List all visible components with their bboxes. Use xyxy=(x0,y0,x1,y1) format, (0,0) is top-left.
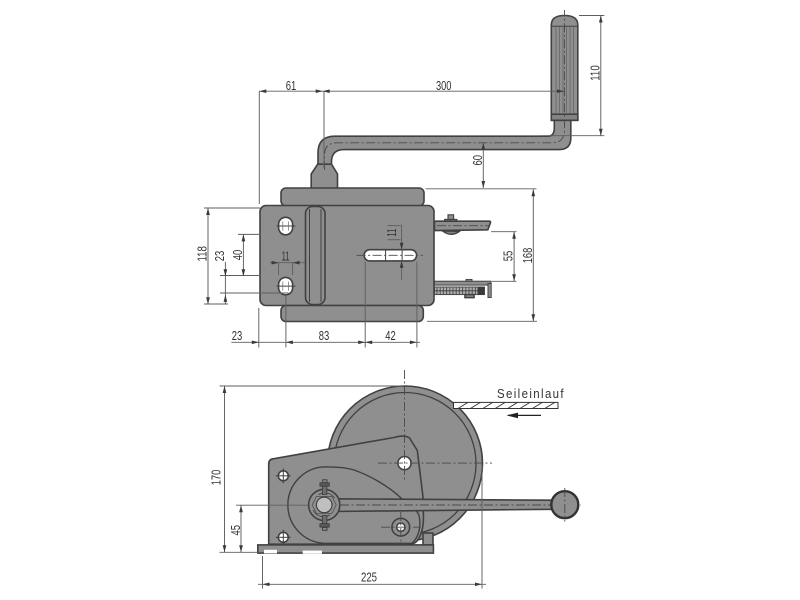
svg-text:110: 110 xyxy=(588,65,602,81)
svg-text:300: 300 xyxy=(436,79,452,93)
svg-text:23: 23 xyxy=(213,251,227,262)
svg-text:23: 23 xyxy=(232,329,243,343)
svg-text:83: 83 xyxy=(319,329,330,343)
svg-text:45: 45 xyxy=(229,525,243,536)
svg-text:55: 55 xyxy=(502,251,516,262)
svg-text:61: 61 xyxy=(286,79,297,93)
svg-text:60: 60 xyxy=(471,155,485,166)
svg-text:118: 118 xyxy=(196,246,210,262)
svg-text:42: 42 xyxy=(385,329,396,343)
svg-text:225: 225 xyxy=(361,570,377,584)
svg-text:11: 11 xyxy=(385,229,399,237)
svg-text:40: 40 xyxy=(231,250,245,261)
svg-text:168: 168 xyxy=(521,248,535,264)
svg-text:11: 11 xyxy=(282,249,290,263)
svg-text:Seileinlauf: Seileinlauf xyxy=(497,387,565,401)
svg-text:170: 170 xyxy=(209,470,223,486)
